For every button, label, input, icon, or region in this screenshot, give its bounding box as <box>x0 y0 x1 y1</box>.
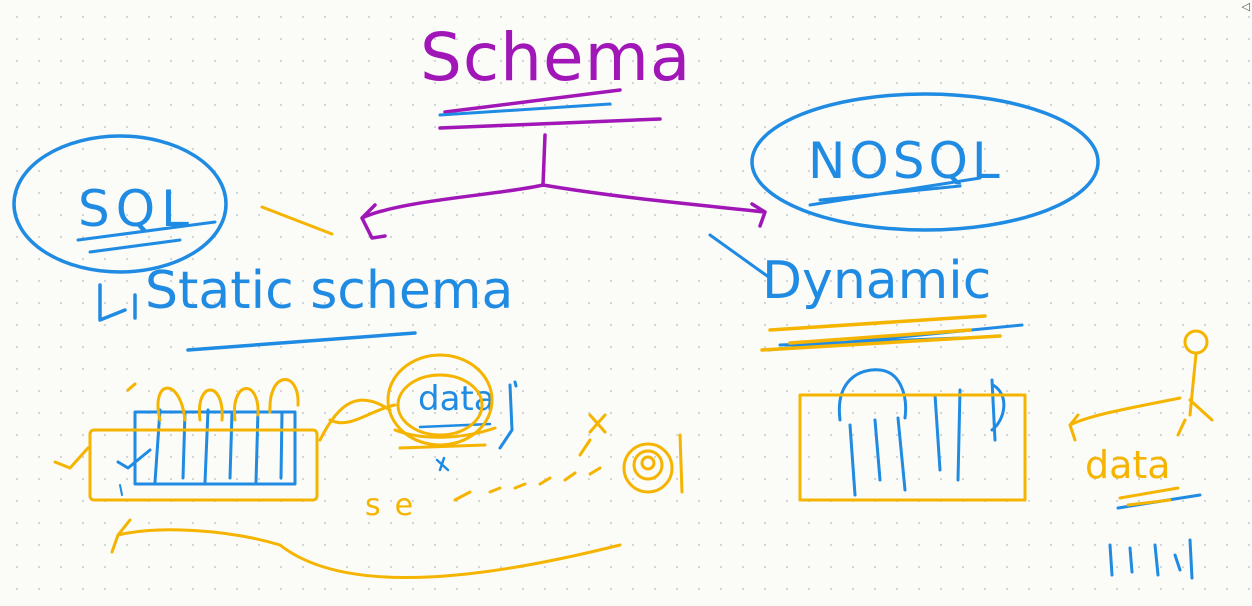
static-schema-label: Static schema <box>145 261 513 321</box>
data-left-circle-outer <box>386 353 494 447</box>
tree-stem <box>541 133 547 187</box>
nosql-underline <box>808 176 982 207</box>
target-circle <box>622 442 674 494</box>
connector-dynamic <box>708 233 772 280</box>
sql-connector <box>260 205 334 236</box>
sql-underline <box>76 220 217 254</box>
dynamic-label: Dynamic <box>762 251 991 311</box>
data-label-right: data <box>1085 443 1171 487</box>
schema-underline-blue <box>438 102 612 117</box>
stick-figure-head <box>1183 329 1209 355</box>
data-left-tail <box>498 380 518 450</box>
dynamic-underline-yellow <box>760 314 1002 352</box>
nosql-label: NOSQL <box>808 132 1004 190</box>
static-underline <box>186 331 417 352</box>
nosql-circle <box>750 92 1100 232</box>
yellow-link-left <box>318 398 397 442</box>
schema-title: Schema <box>420 19 691 96</box>
data-arrow-right <box>1068 396 1182 442</box>
return-arrow <box>110 518 622 579</box>
static-table-columns <box>153 408 284 484</box>
static-table <box>133 410 297 486</box>
check-mark <box>116 448 152 470</box>
dynamic-columns <box>848 378 1006 497</box>
stick-figure-body <box>1176 352 1214 437</box>
static-table-yellow <box>88 428 319 502</box>
data-label-left: data <box>418 379 495 419</box>
sql-label: SQL <box>78 180 195 238</box>
dashed-path <box>453 466 602 502</box>
arrow-right <box>541 183 767 228</box>
arrow-left <box>360 183 545 240</box>
bars-bottom-right <box>1108 538 1194 580</box>
dynamic-arch <box>837 368 908 422</box>
sql-circle <box>12 134 228 274</box>
schema-underline <box>438 88 662 130</box>
scribble-text: se <box>365 488 427 523</box>
dynamic-table-yellow <box>798 393 1027 502</box>
triangle-icon[interactable]: ◁ <box>1241 0 1250 13</box>
static-prefix-mark <box>98 283 137 322</box>
yellow-loops <box>156 378 300 422</box>
